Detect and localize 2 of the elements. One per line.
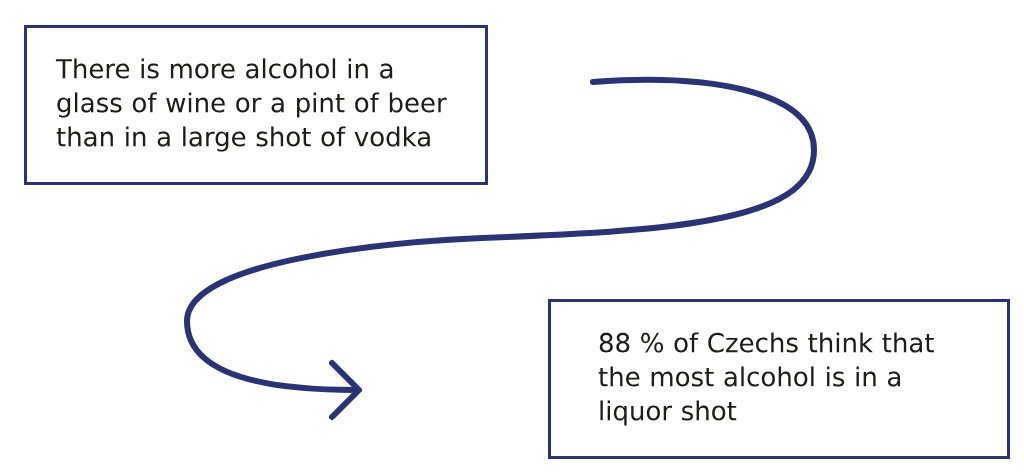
statement-box: 88 % of Czechs think that the most alcohol is in a liquor shot (548, 299, 1010, 459)
statement-box: There is more alcohol in a glass of wine or a pint of beer than in a large shot of vodka (24, 25, 488, 185)
